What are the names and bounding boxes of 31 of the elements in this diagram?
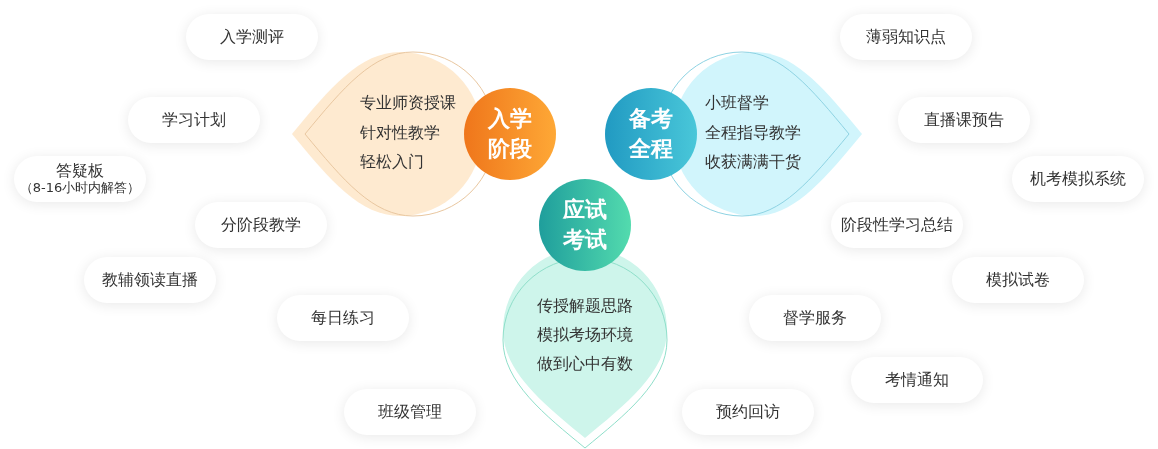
feature-pill: 模拟试卷 (952, 257, 1084, 303)
feature-pill: 督学服务 (749, 295, 881, 341)
feature-text: 做到心中有数 (537, 354, 633, 374)
feature-text: 传授解题思路 (537, 296, 633, 316)
pill-title: 答疑板 (56, 162, 104, 180)
stage-circle: 备考全程 (605, 88, 697, 180)
feature-pill: 直播课预告 (898, 97, 1030, 143)
petal-shape (501, 179, 669, 449)
stage-circle: 入学阶段 (464, 88, 556, 180)
feature-pill: 阶段性学习总结 (831, 202, 963, 248)
feature-pill: 每日练习 (277, 295, 409, 341)
feature-text: 小班督学 (705, 93, 769, 113)
feature-text: 轻松入门 (360, 152, 424, 172)
feature-text: 收获满满干货 (705, 152, 801, 172)
feature-pill: 预约回访 (682, 389, 814, 435)
petal-shape (605, 51, 864, 218)
pill-note: （8-16小时内解答） (19, 180, 141, 196)
feature-pill: 教辅领读直播 (84, 257, 216, 303)
feature-pill: 机考模拟系统 (1012, 156, 1144, 202)
stage-circle: 应试考试 (539, 179, 631, 271)
feature-text: 模拟考场环境 (537, 325, 633, 345)
feature-pill: 班级管理 (344, 389, 476, 435)
feature-text: 专业师资授课 (360, 93, 456, 113)
petal-shape (291, 51, 556, 218)
feature-pill: 考情通知 (851, 357, 983, 403)
feature-text: 针对性教学 (360, 123, 440, 143)
feature-pill: 分阶段教学 (195, 202, 327, 248)
feature-text: 全程指导教学 (705, 123, 801, 143)
feature-pill: 学习计划 (128, 97, 260, 143)
feature-pill: 薄弱知识点 (840, 14, 972, 60)
feature-pill: 入学测评 (186, 14, 318, 60)
